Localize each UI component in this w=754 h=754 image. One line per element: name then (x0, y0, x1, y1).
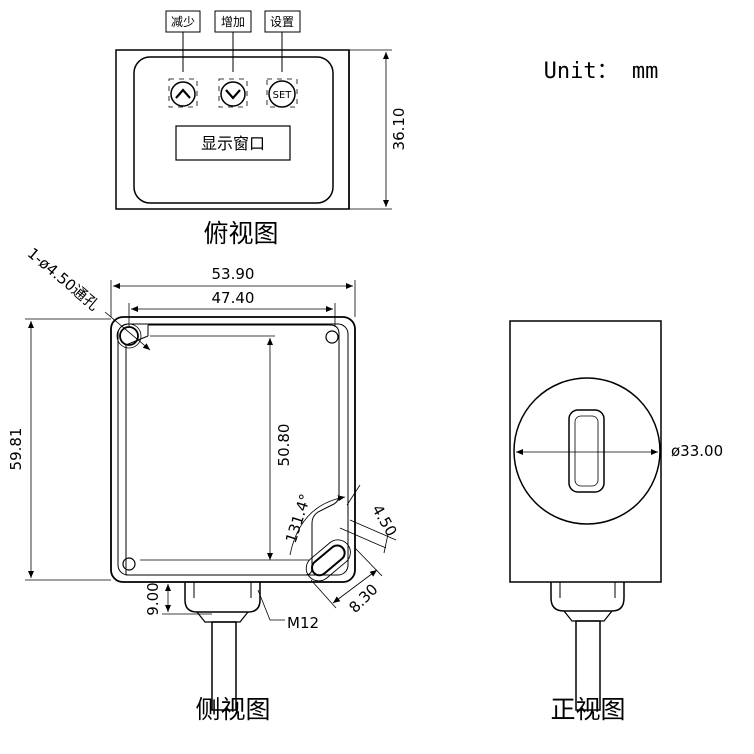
mounting-through-hole (119, 326, 139, 346)
front-view-housing (509, 320, 662, 583)
increase-button (218, 78, 248, 108)
display-window-label: 显示窗口 (201, 134, 265, 153)
front-view-connector (550, 582, 625, 711)
svg-text:设置: 设置 (270, 15, 294, 29)
button-label-decrease: 减少 (165, 10, 201, 72)
top-view-panel (133, 56, 334, 204)
dim-height-top: 36.10 (390, 108, 408, 151)
dim-inner-width: 47.40 (212, 289, 255, 307)
top-view: 减少 增加 设置 SET (115, 10, 408, 248)
button-label-increase: 增加 (214, 10, 252, 72)
mounting-slot (305, 539, 351, 582)
front-view-caption: 正视图 (550, 695, 625, 724)
chevron-down-icon (225, 89, 241, 100)
dim-outer-width: 53.90 (212, 265, 255, 283)
set-button: SET (266, 78, 298, 108)
m12-connector (184, 582, 261, 711)
decrease-button (168, 78, 198, 108)
button-label-settings: 设置 (264, 10, 301, 72)
dim-connector-offset: 9.00 (144, 582, 162, 615)
hole-note: 1-ø4.50通孔 (24, 244, 103, 314)
connector-label: M12 (287, 614, 319, 632)
display-window (175, 125, 291, 161)
unit-label: Unit： mm (544, 59, 659, 84)
svg-text:增加: 增加 (221, 15, 245, 29)
chevron-up-icon (175, 88, 191, 99)
dim-angle: 131.4° (282, 492, 315, 546)
side-view-caption: 侧视图 (195, 695, 270, 724)
dim-slot-length: 8.30 (345, 580, 381, 616)
side-view: 1-ø4.50通孔 53.90 47.40 59.81 50.80 131.4°… (7, 244, 400, 724)
set-icon: SET (273, 90, 293, 101)
dim-diameter: ø33.00 (671, 442, 723, 460)
top-view-housing (115, 49, 350, 210)
svg-text:减少: 减少 (171, 15, 195, 29)
front-view: ø33.00 正视图 (509, 320, 723, 724)
dim-slot-width: 4.50 (368, 502, 400, 540)
dim-total-height: 59.81 (7, 428, 25, 471)
top-view-caption: 俯视图 (203, 219, 278, 248)
dim-hole-spacing: 50.80 (275, 424, 293, 467)
side-view-housing (110, 316, 356, 583)
front-view-dial (513, 377, 661, 525)
